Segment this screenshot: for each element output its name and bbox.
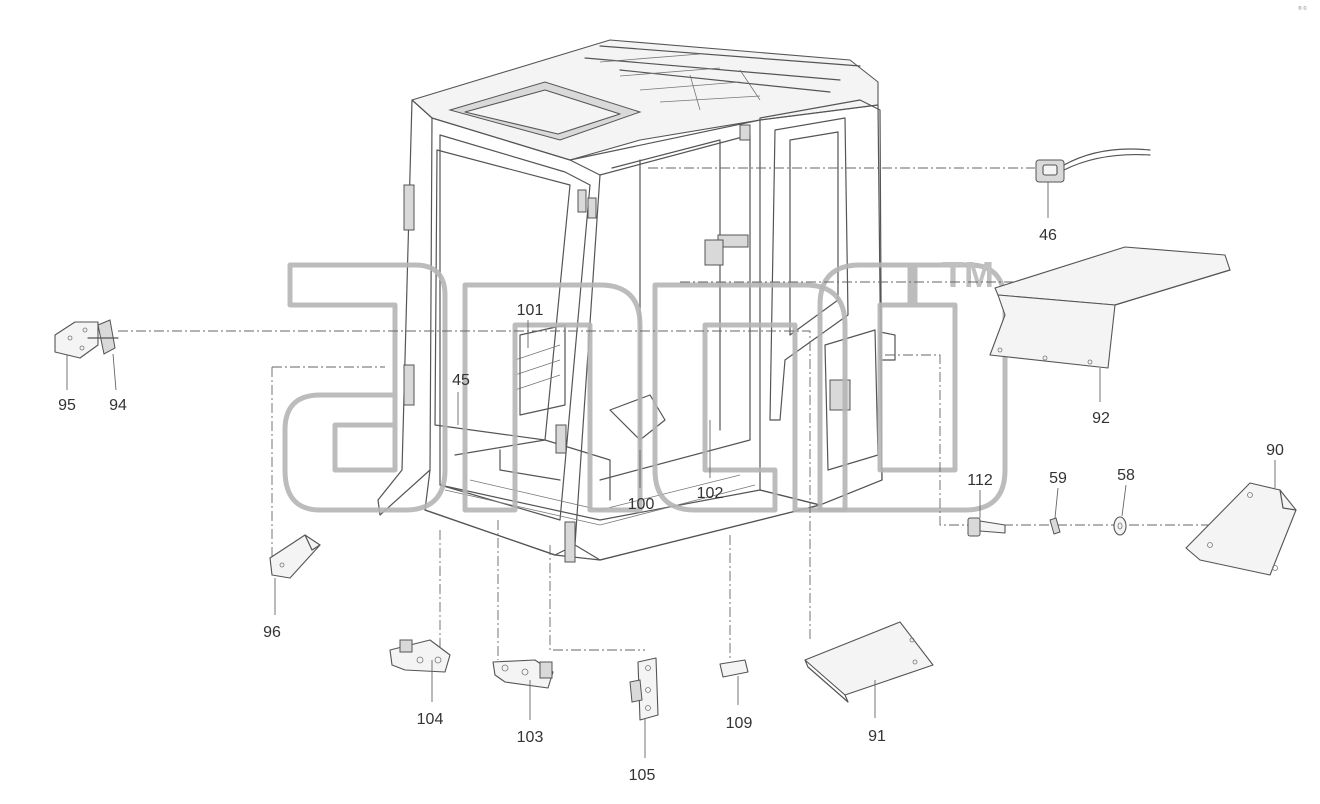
callout-92: 92 xyxy=(1092,410,1110,427)
callout-95: 95 xyxy=(58,397,76,414)
callout-91: 91 xyxy=(868,728,886,745)
watermark: TM xyxy=(282,254,1008,513)
callout-105: 105 xyxy=(629,767,656,784)
callout-96: 96 xyxy=(263,624,281,641)
leader-lines xyxy=(66,182,1276,758)
cab-assembly xyxy=(377,39,896,563)
callout-104: 104 xyxy=(417,711,444,728)
watermark-tm: TM xyxy=(942,254,994,295)
part-95-latch xyxy=(54,321,99,359)
part-46-switch xyxy=(1035,148,1151,183)
part-105-striker xyxy=(629,657,659,721)
part-94-striker xyxy=(87,319,119,355)
corner-mark: ® © xyxy=(1298,5,1307,12)
part-103-hinge xyxy=(492,659,554,689)
callout-101: 101 xyxy=(517,302,544,319)
callout-45: 45 xyxy=(452,372,470,389)
callout-103: 103 xyxy=(517,729,544,746)
part-59-washer xyxy=(1049,517,1061,535)
reference-lines xyxy=(118,167,1290,660)
callout-100: 100 xyxy=(628,496,655,513)
callout-102: 102 xyxy=(697,485,724,502)
callout-58: 58 xyxy=(1117,467,1135,484)
part-112-bolt xyxy=(967,517,1006,537)
callout-59: 59 xyxy=(1049,470,1067,487)
part-104-hinge xyxy=(389,639,451,673)
callout-94: 94 xyxy=(109,397,127,414)
callout-46: 46 xyxy=(1039,227,1057,244)
part-96-bracket xyxy=(269,534,321,579)
callout-labels: 46 92 101 45 95 94 100 102 112 59 58 90 … xyxy=(58,227,1284,784)
part-109-pad xyxy=(719,659,749,678)
part-92-cover xyxy=(989,246,1231,369)
callout-90: 90 xyxy=(1266,442,1284,459)
part-91-plate xyxy=(804,621,934,703)
callout-109: 109 xyxy=(726,715,753,732)
part-58-washer xyxy=(1113,516,1127,536)
part-90-bracket xyxy=(1185,482,1297,576)
callout-112: 112 xyxy=(967,472,993,489)
